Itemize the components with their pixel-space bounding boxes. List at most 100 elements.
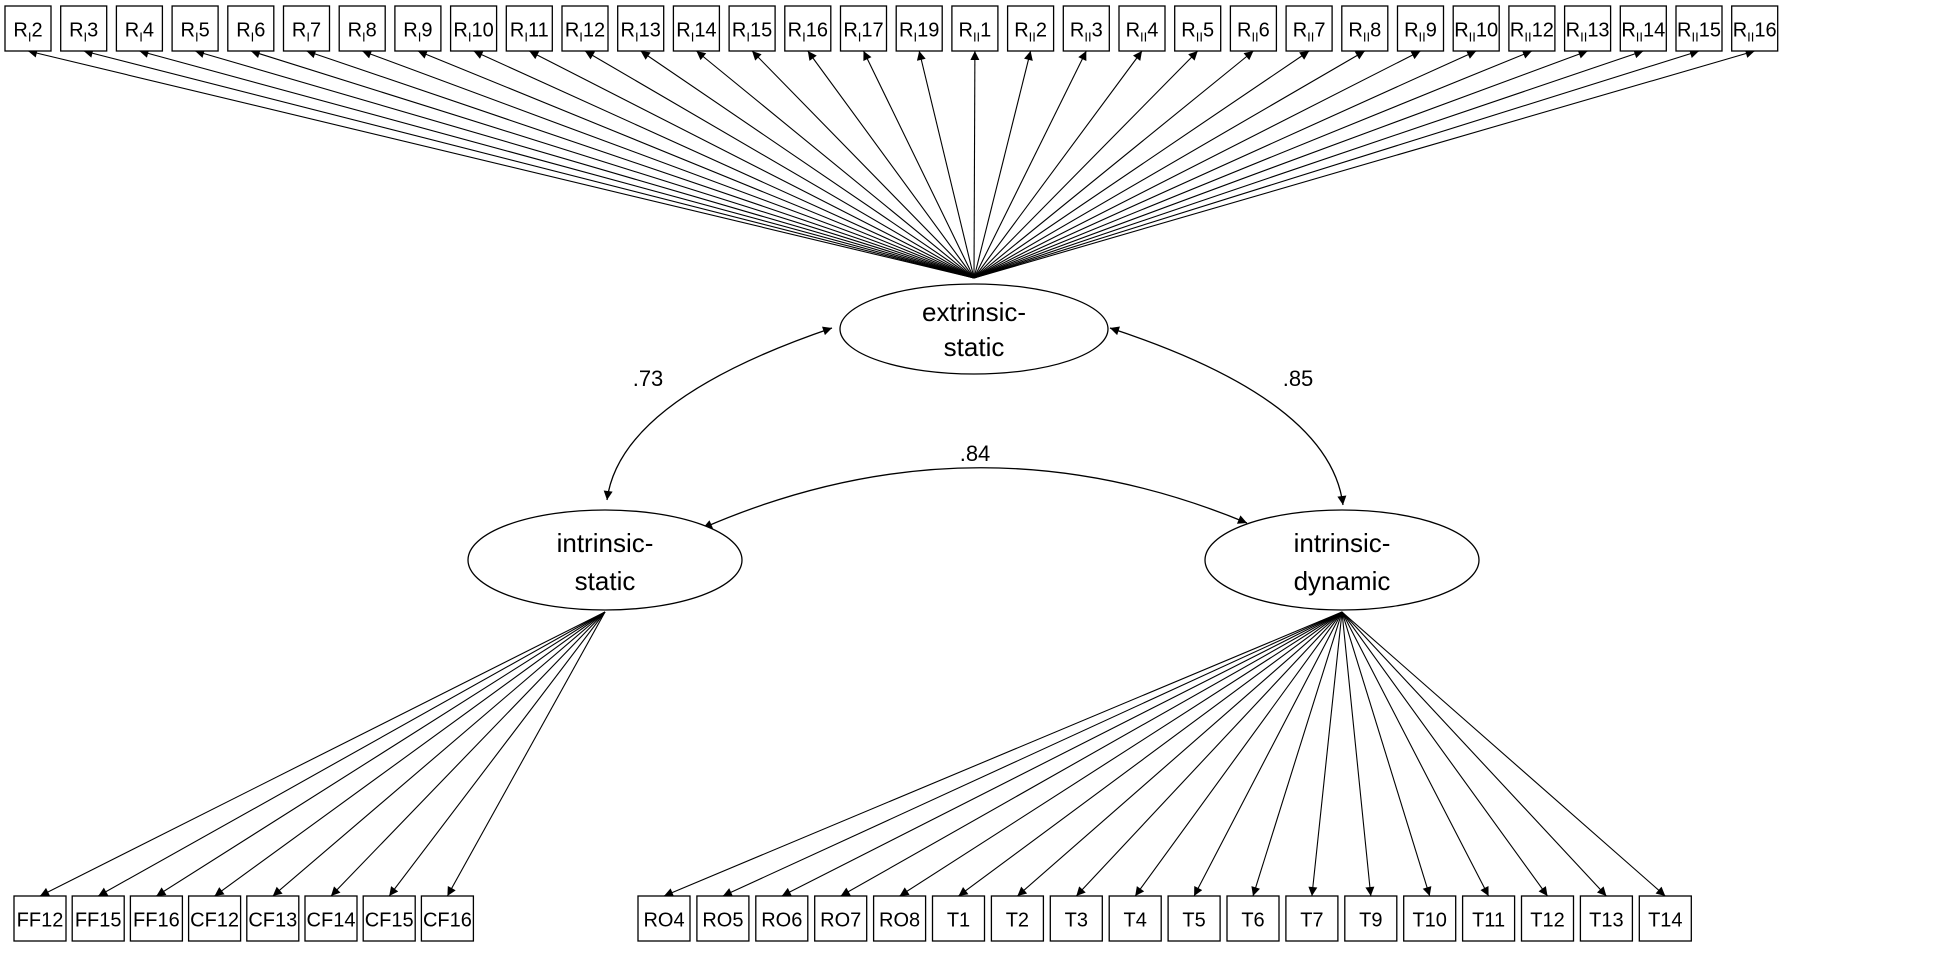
intrinsic-dynamic-indicator: RO5 [696, 895, 750, 942]
intrinsic-dynamic-indicator-label: T7 [1300, 910, 1323, 932]
extrinsic-static-loading-arrow [250, 49, 975, 279]
extrinsic-static-indicator-label: RI12 [565, 20, 605, 45]
intrinsic-static-indicator: FF15 [71, 895, 125, 942]
intrinsic-dynamic-loading-arrow [1075, 611, 1343, 897]
extrinsic-static-indicator-label: RI13 [621, 20, 661, 45]
loadings-intrinsic-static [39, 611, 606, 897]
extrinsic-static-indicator: RII12 [1508, 5, 1556, 52]
extrinsic-static-indicator-label: RII10 [1454, 20, 1498, 45]
intrinsic-dynamic-indicator-label: T4 [1124, 910, 1147, 932]
intrinsic-dynamic-indicator: RO6 [755, 895, 809, 942]
extrinsic-static-indicator-label: RII1 [958, 20, 991, 45]
extrinsic-static-loading-arrow [973, 49, 1588, 279]
intrinsic-dynamic-indicator: RO7 [814, 895, 868, 942]
extrinsic-static-indicator: RII14 [1619, 5, 1667, 52]
intrinsic-dynamic-loading-arrow [722, 611, 1343, 897]
covariance-is-id [702, 467, 1248, 529]
extrinsic-static-indicator: RII2 [1006, 5, 1055, 52]
extrinsic-static-indicator-label: RI16 [788, 20, 828, 45]
extrinsic-static-indicator-label: RI3 [69, 20, 98, 45]
indicators-intrinsic-static: FF12 FF15 FF16 CF12 CF13 CF14 CF15 CF16 [13, 895, 475, 942]
latent-label-line1: extrinsic- [922, 297, 1026, 327]
extrinsic-static-indicator-label: RII4 [1126, 20, 1159, 45]
extrinsic-static-indicator: RII1 [951, 5, 999, 52]
loadings-extrinsic-static [27, 48, 1755, 279]
extrinsic-static-loading-arrow [973, 50, 1143, 279]
intrinsic-static-indicator: CF16 [420, 895, 475, 942]
intrinsic-dynamic-indicator: T14 [1638, 895, 1692, 942]
intrinsic-dynamic-indicator-label: T1 [947, 910, 970, 932]
extrinsic-static-loading-arrow [27, 48, 975, 279]
intrinsic-static-loading-arrow [97, 611, 606, 897]
intrinsic-dynamic-indicator-label: T9 [1359, 910, 1382, 932]
intrinsic-dynamic-indicator: T4 [1108, 895, 1162, 942]
extrinsic-static-indicator: RII13 [1563, 5, 1612, 52]
extrinsic-static-indicator-label: RII14 [1621, 20, 1665, 45]
extrinsic-static-loading-arrow [973, 50, 1477, 279]
extrinsic-static-loading-arrow [973, 50, 1421, 279]
intrinsic-static-loading-arrow [272, 611, 606, 897]
intrinsic-static-indicator-label: CF13 [248, 910, 297, 932]
extrinsic-static-indicator-label: RII3 [1070, 20, 1103, 45]
intrinsic-dynamic-loading-arrow [840, 611, 1343, 897]
intrinsic-static-indicator-label: FF15 [75, 910, 122, 932]
intrinsic-static-indicator-label: FF16 [133, 910, 180, 932]
extrinsic-static-indicator: RI8 [338, 5, 386, 52]
extrinsic-static-loading-arrow [640, 50, 975, 279]
intrinsic-static-loading-arrow [156, 611, 606, 897]
extrinsic-static-loading-arrow [751, 50, 975, 279]
latent-intrinsic-static: intrinsic- static [467, 509, 743, 611]
extrinsic-static-indicator-label: RI5 [180, 20, 209, 45]
intrinsic-dynamic-loading-arrow [899, 611, 1343, 897]
intrinsic-static-loading-arrow [214, 611, 606, 897]
extrinsic-static-indicator-label: RI17 [843, 20, 883, 45]
extrinsic-static-indicator-label: RI6 [236, 20, 265, 45]
intrinsic-dynamic-loading-arrow [663, 611, 1343, 897]
intrinsic-dynamic-indicator: T1 [931, 895, 986, 942]
extrinsic-static-indicator: RII16 [1731, 5, 1779, 52]
intrinsic-dynamic-indicator-label: RO6 [761, 910, 802, 932]
extrinsic-static-indicator-label: RII7 [1293, 20, 1326, 45]
intrinsic-dynamic-indicator: T3 [1049, 895, 1103, 942]
loadings-intrinsic-dynamic [663, 611, 1666, 897]
intrinsic-static-indicator: CF12 [187, 895, 242, 942]
intrinsic-static-indicator: FF12 [13, 895, 67, 942]
extrinsic-static-indicator-label: RII15 [1677, 20, 1721, 45]
intrinsic-dynamic-indicator-label: T3 [1065, 910, 1088, 932]
correlation-label-es-id: .85 [1283, 366, 1314, 391]
extrinsic-static-loading-arrow [139, 49, 975, 279]
intrinsic-dynamic-indicator: T10 [1403, 895, 1457, 942]
intrinsic-dynamic-indicator: T12 [1520, 895, 1575, 942]
extrinsic-static-indicator-label: RII13 [1566, 20, 1610, 45]
extrinsic-static-loading-arrow [973, 49, 1644, 279]
intrinsic-dynamic-indicator: RO8 [872, 895, 927, 942]
intrinsic-static-indicator-label: CF14 [307, 910, 356, 932]
extrinsic-static-indicator: RI7 [282, 5, 331, 52]
intrinsic-dynamic-loading-arrow [1193, 611, 1343, 897]
extrinsic-static-loading-arrow [194, 49, 975, 279]
extrinsic-static-indicator: RII8 [1341, 5, 1389, 52]
latent-intrinsic-dynamic: intrinsic- dynamic [1204, 509, 1480, 611]
intrinsic-static-indicator: FF16 [129, 895, 184, 942]
extrinsic-static-indicator: RI10 [449, 5, 498, 52]
extrinsic-static-loading-arrow [863, 50, 975, 279]
intrinsic-static-indicator-label: CF15 [365, 910, 414, 932]
extrinsic-static-loading-arrow [362, 49, 975, 279]
extrinsic-static-indicator: RI11 [505, 5, 553, 52]
intrinsic-static-loading-arrow [330, 611, 606, 897]
intrinsic-dynamic-indicator-label: T10 [1412, 910, 1446, 932]
intrinsic-dynamic-indicator: RO4 [637, 895, 691, 942]
intrinsic-dynamic-indicator-label: T6 [1241, 910, 1264, 932]
extrinsic-static-indicator: RII7 [1285, 5, 1333, 52]
extrinsic-static-loading-arrow [973, 49, 1700, 279]
covariance-es-id [1109, 326, 1347, 506]
intrinsic-dynamic-indicator: T5 [1167, 895, 1221, 942]
intrinsic-dynamic-indicator-label: T12 [1530, 910, 1564, 932]
intrinsic-dynamic-indicator: T11 [1461, 895, 1516, 942]
correlation-label-es-is: .73 [633, 366, 664, 391]
latent-extrinsic-static: extrinsic- static [839, 283, 1109, 375]
latent-label-line2: dynamic [1294, 566, 1391, 596]
extrinsic-static-indicator: RI5 [171, 5, 219, 52]
intrinsic-dynamic-indicator: T13 [1579, 895, 1634, 942]
